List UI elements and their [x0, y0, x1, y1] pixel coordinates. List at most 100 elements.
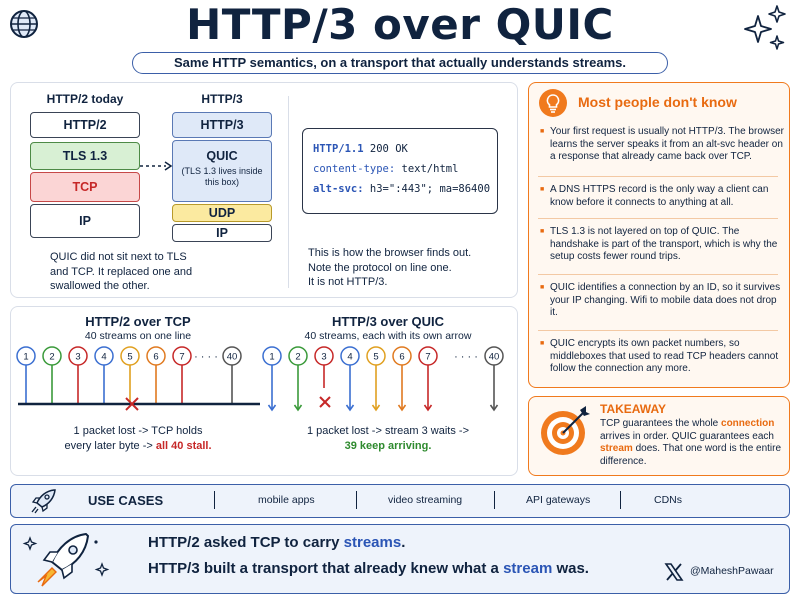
caption-highlight: all 40 stall.	[155, 440, 212, 452]
use-cases-bar	[10, 484, 790, 518]
takeaway-text-part: arrives in order. QUIC guarantees each	[600, 430, 774, 442]
stream-node	[366, 346, 386, 366]
closing-line-1: HTTP/2 asked TCP to carry streams.	[148, 534, 405, 551]
use-case-separator	[494, 491, 495, 509]
quic-tls-note: (TLS 1.3 lives inside this box)	[181, 166, 263, 187]
http2-streams-subtitle: 40 streams on one line	[84, 330, 192, 342]
stream-label: 4	[347, 352, 352, 363]
closing-highlight: streams	[343, 534, 402, 551]
layer-http3: HTTP/3	[172, 112, 272, 138]
stream-label: 1	[269, 352, 274, 363]
fact-item: Your first request is usually not HTTP/3…	[540, 126, 784, 164]
response-caption-line: This is how the browser finds out.	[308, 247, 472, 259]
stream-arrowhead	[267, 404, 277, 412]
stream-node	[42, 346, 62, 366]
layer-quic-label: QUIC	[206, 149, 238, 163]
use-case-item: mobile apps	[258, 494, 315, 506]
fact-item: QUIC identifies a connection by an ID, s…	[540, 282, 784, 320]
layer-quic: QUIC (TLS 1.3 lives inside this box)	[172, 140, 272, 202]
stream-node	[68, 346, 88, 366]
stream-node	[172, 346, 192, 366]
author-handle-link[interactable]: @MaheshPawaar	[690, 565, 774, 577]
use-case-separator	[356, 491, 357, 509]
facts-title: Most people don't know	[578, 94, 737, 110]
stream-node	[340, 346, 360, 366]
stream-label: 3	[321, 352, 326, 363]
stream-node	[146, 346, 166, 366]
http2-stream-caption: 1 packet lost -> TCP holds every later b…	[14, 424, 262, 454]
use-case-item: API gateways	[526, 494, 591, 506]
sparkles-icon	[744, 5, 786, 50]
use-cases-title: USE CASES	[88, 493, 164, 508]
layer-http2: HTTP/2	[30, 112, 140, 138]
http-response-box: HTTP/1.1 200 OK content-type: text/html …	[302, 128, 498, 214]
use-case-item: video streaming	[388, 494, 463, 506]
rocket-icon	[22, 532, 110, 587]
panel-divider	[288, 96, 289, 288]
response-caption-line: It is not HTTP/3.	[308, 276, 388, 288]
fact-divider	[538, 218, 778, 219]
packet-loss-mark-icon	[319, 396, 331, 408]
layer-tcp: TCP	[30, 172, 140, 202]
fact-divider	[538, 176, 778, 177]
takeaway-text-part: TCP guarantees the whole	[600, 418, 722, 429]
dashed-arrow-icon	[140, 161, 173, 171]
layer-tls: TLS 1.3	[30, 142, 140, 170]
fact-item: A DNS HTTPS record is the only way a cli…	[540, 184, 784, 209]
target-icon	[541, 406, 590, 455]
stream-label: 7	[179, 352, 184, 363]
http2-streams-title: HTTP/2 over TCP	[85, 314, 191, 329]
status-code: 200 OK	[369, 143, 408, 155]
alt-svc-line: alt-svc: h3=":443"; ma=86400	[313, 179, 490, 199]
fact-divider	[538, 330, 778, 331]
fact-item: TLS 1.3 is not layered on top of QUIC. T…	[540, 226, 784, 264]
closing-highlight: stream	[503, 560, 553, 577]
fact-divider	[538, 274, 778, 275]
globe-icon	[10, 10, 38, 38]
caption-line: 1 packet lost -> TCP holds	[73, 425, 203, 437]
stream-arrowhead	[397, 404, 407, 412]
response-caption-line: Note the protocol on line one.	[308, 261, 452, 274]
caption-line: 1 packet lost -> stream 3 waits ->	[306, 425, 469, 437]
closing-text: HTTP/3 built a transport that already kn…	[148, 560, 504, 577]
stream-label: 3	[75, 352, 80, 363]
stream-label: 4	[101, 352, 106, 363]
closing-text: was.	[552, 560, 589, 577]
use-case-separator	[620, 491, 621, 509]
response-caption: This is how the browser finds out. Note …	[308, 246, 513, 290]
stack-caption-line: and TCP. It replaced one and	[50, 265, 193, 278]
lightbulb-icon	[539, 89, 567, 117]
stream-label: 7	[425, 352, 430, 363]
page-title: HTTP/3 over QUIC	[186, 0, 614, 49]
content-type-line: content-type: text/html	[313, 159, 487, 179]
stream-node	[120, 346, 140, 366]
header-value: text/html	[401, 163, 459, 175]
stream-arrowhead	[489, 404, 499, 412]
caption-highlight: 39 keep arriving.	[344, 440, 432, 452]
stream-arrowhead	[345, 404, 355, 412]
status-protocol: HTTP/1.1	[313, 143, 364, 155]
x-logo-icon[interactable]	[664, 562, 684, 582]
streams-panel	[10, 306, 518, 476]
http3-stream-caption: 1 packet lost -> stream 3 waits -> 39 ke…	[262, 424, 514, 454]
stream-ellipsis: · · · ·	[454, 351, 478, 363]
stream-node	[484, 346, 504, 366]
http3-streams-subtitle: 40 streams, each with its own arrow	[304, 330, 472, 342]
stream-node	[94, 346, 114, 366]
stream-label: 6	[153, 352, 158, 363]
caption-line: every later byte -> all 40 stall.	[14, 439, 262, 454]
http2-stack-heading: HTTP/2 today	[46, 92, 124, 106]
stream-node	[314, 346, 334, 366]
header-name: content-type:	[313, 163, 396, 175]
takeaway-text-part: does. That one word is the entire differ…	[600, 443, 782, 467]
stream-label: 2	[49, 352, 54, 363]
stream-label: 40	[227, 352, 238, 363]
http3-stack-heading: HTTP/3	[201, 92, 243, 106]
stream-label: 5	[127, 352, 132, 363]
takeaway-title: TAKEAWAY	[600, 402, 667, 416]
http3-streams-title: HTTP/3 over QUIC	[332, 314, 444, 329]
stream-node	[418, 346, 438, 366]
